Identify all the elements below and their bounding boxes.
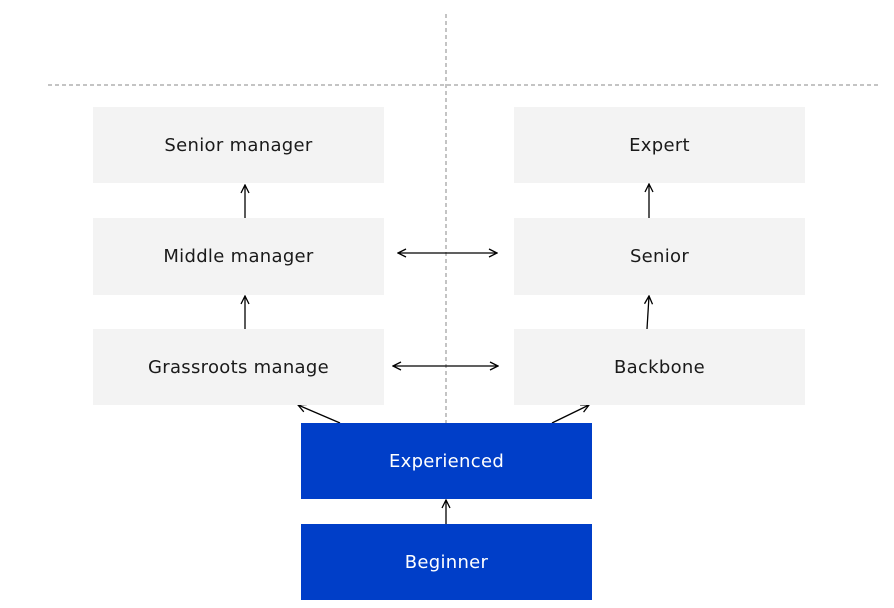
node-senior: Senior bbox=[514, 218, 805, 295]
node-backbone: Backbone bbox=[514, 329, 805, 405]
node-label: Senior manager bbox=[164, 134, 313, 156]
node-label: Middle manager bbox=[163, 246, 314, 267]
node-label: Beginner bbox=[404, 551, 489, 573]
node-label: Senior bbox=[629, 246, 690, 267]
arrow-backbone-to-senior bbox=[647, 296, 649, 330]
arrow-experienced-to-backbone bbox=[551, 405, 589, 424]
node-beginner: Beginner bbox=[301, 524, 592, 600]
node-expert: Expert bbox=[514, 107, 805, 183]
node-experienced: Experienced bbox=[301, 423, 592, 499]
node-middle-manager: Middle manager bbox=[93, 218, 384, 295]
node-label: Experienced bbox=[388, 450, 505, 472]
node-label: Backbone bbox=[613, 356, 706, 378]
arrow-experienced-to-grassroots bbox=[298, 405, 341, 424]
node-label: Grassroots manage bbox=[148, 356, 329, 378]
node-label: Expert bbox=[629, 134, 690, 156]
node-senior-manager: Senior manager bbox=[93, 107, 384, 183]
node-grassroots-manager: Grassroots manage bbox=[93, 329, 384, 405]
